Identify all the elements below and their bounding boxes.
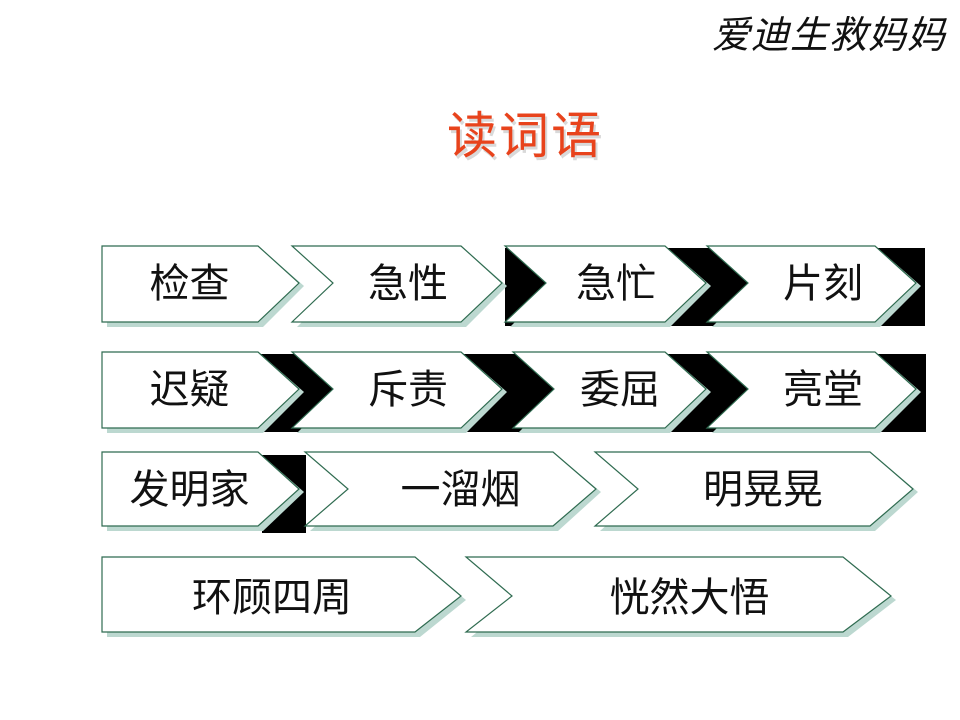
chevron-shape xyxy=(705,245,917,323)
chevron-shape xyxy=(303,451,597,527)
chevron-shape xyxy=(101,451,300,527)
word-label: 发明家 xyxy=(129,467,250,513)
word-label: 一溜烟 xyxy=(400,467,521,513)
word-label: 斥责 xyxy=(368,367,448,413)
word-label: 片刻 xyxy=(783,261,863,307)
chevron-shape xyxy=(290,245,503,323)
lesson-title: 爱迪生救妈妈 xyxy=(711,13,946,57)
chevron-shape xyxy=(290,351,503,429)
word-label: 迟疑 xyxy=(149,367,230,413)
word-label: 委屈 xyxy=(580,367,660,413)
chevron-shape xyxy=(464,556,892,633)
page-title: 读词语 xyxy=(447,107,603,165)
word-label: 急忙 xyxy=(576,261,656,307)
chevron-shape xyxy=(101,556,462,633)
chevron-shape xyxy=(593,451,914,527)
chevron-shape xyxy=(101,245,300,323)
word-label: 恍然大悟 xyxy=(609,575,770,621)
word-label: 亮堂 xyxy=(783,367,863,413)
chevron-shape xyxy=(705,351,917,429)
word-label: 明晃晃 xyxy=(703,467,823,513)
word-label: 检查 xyxy=(149,261,230,307)
chevron-shape xyxy=(511,351,707,429)
chevron-shape xyxy=(503,245,707,323)
word-label: 环顾四周 xyxy=(192,575,352,621)
chevron-shape xyxy=(101,351,300,429)
word-label: 急性 xyxy=(368,261,448,307)
